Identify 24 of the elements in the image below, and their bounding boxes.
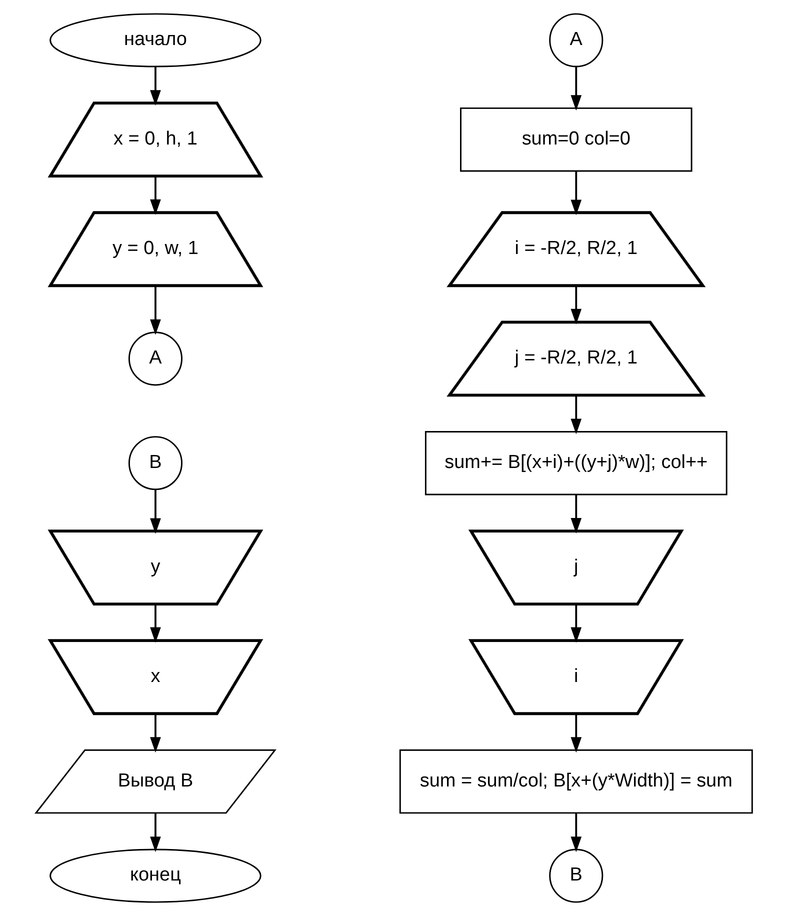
arrow	[570, 171, 582, 216]
node-ellipse: конец	[49, 848, 261, 903]
node-box: sum = sum/col; B[x+(y*Width)] = sum	[398, 749, 752, 814]
arrow	[150, 286, 160, 335]
node-circle: A	[128, 332, 182, 386]
arrow	[570, 813, 582, 852]
arrow	[150, 813, 160, 852]
node-circle: B	[548, 848, 603, 903]
arrow	[570, 495, 582, 534]
arrow	[150, 176, 160, 215]
node-ellipse: начало	[49, 13, 261, 68]
arrow	[570, 286, 582, 324]
node-circle: A	[548, 13, 603, 68]
arrow	[570, 604, 582, 643]
arrow	[150, 67, 160, 106]
node-circle: B	[128, 436, 182, 490]
arrow	[570, 67, 582, 111]
node-box: sum=0 col=0	[460, 107, 692, 172]
arrow	[150, 714, 160, 753]
arrow	[570, 714, 582, 753]
arrow	[150, 604, 160, 643]
node-box: sum+= B[(x+i)+((y+j)*w)]; col++	[424, 430, 727, 496]
arrow	[570, 396, 582, 434]
arrow	[150, 490, 160, 534]
